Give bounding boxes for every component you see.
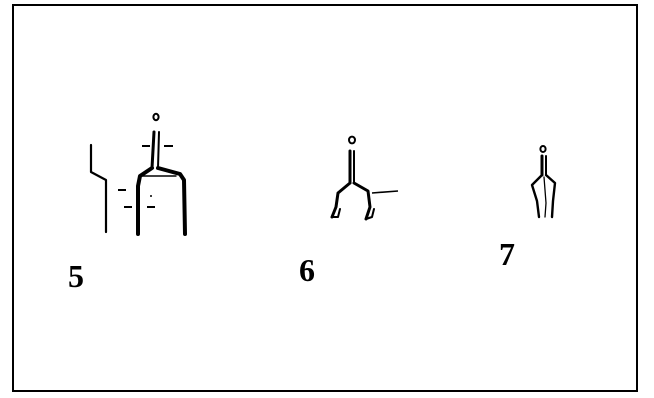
figure-7-top-ring [540, 146, 545, 152]
figure-5-right-arm [158, 168, 185, 234]
figure-5-pole-right [158, 132, 159, 168]
figure-6-label: 6 [299, 252, 315, 288]
figure-7-right-leg [546, 175, 555, 217]
figure-7-drawing [523, 143, 573, 223]
figure-5-top-ring [153, 114, 158, 120]
figure-6-right-leg [354, 183, 370, 219]
figure-5-left-piece [91, 145, 106, 232]
figure-7-label: 7 [499, 236, 515, 272]
figure-5-drawing [80, 110, 200, 240]
figure-6-left-leg [332, 183, 350, 217]
figure-6-right-foot [366, 209, 374, 219]
figure-5-left-arm [138, 168, 152, 234]
figure-6-left-foot [332, 209, 340, 217]
figure-7-inner-line [544, 177, 546, 217]
figure-6-dash [372, 191, 398, 193]
figure-5-dot [150, 195, 152, 197]
figure-5-pole-left [152, 132, 154, 168]
figure-panel-frame: 5 6 7 [12, 4, 638, 392]
figure-7-left-leg [532, 175, 542, 217]
figure-6-top-ring [349, 137, 355, 144]
figure-6-drawing [328, 133, 408, 228]
figure-5-label: 5 [68, 258, 84, 294]
